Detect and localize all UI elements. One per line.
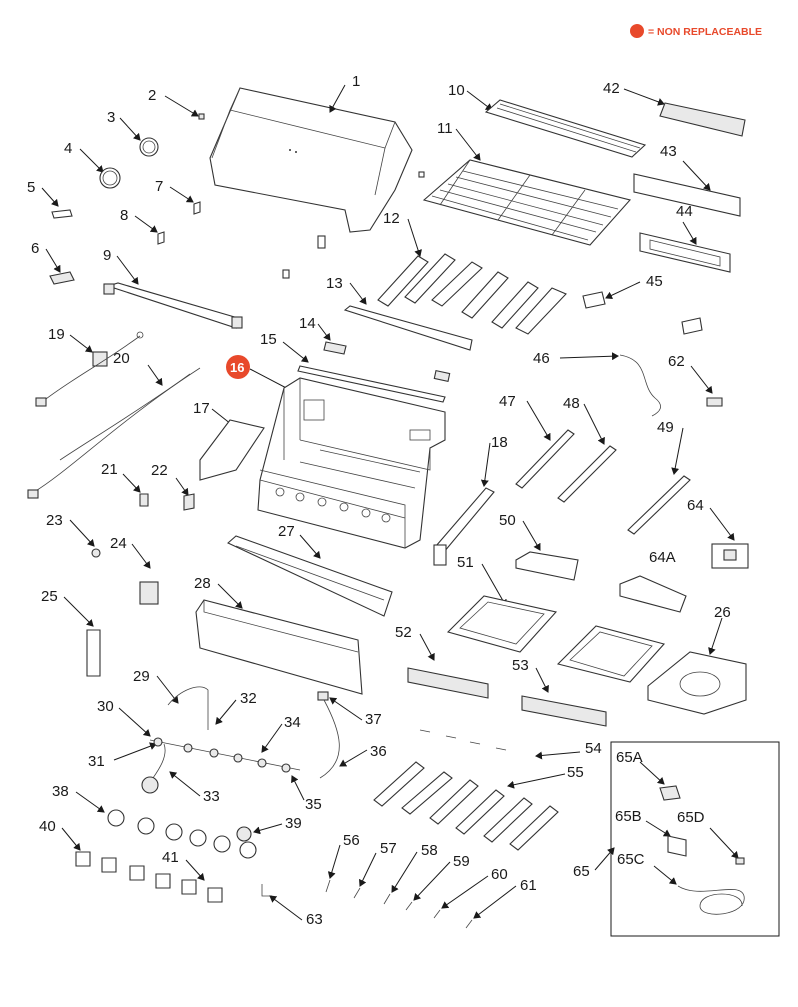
label-65: 65 — [573, 863, 590, 880]
label-51: 51 — [457, 554, 474, 571]
label-6: 6 — [31, 240, 39, 257]
label-30: 30 — [97, 698, 114, 715]
label-26: 26 — [714, 604, 731, 621]
regulator-kit-box — [610, 741, 780, 937]
label-47: 47 — [499, 393, 516, 410]
label-38: 38 — [52, 783, 69, 800]
label-48: 48 — [563, 395, 580, 412]
label-16: 16 — [230, 360, 244, 375]
label-50: 50 — [499, 512, 516, 529]
label-49: 49 — [657, 419, 674, 436]
label-24: 24 — [110, 535, 127, 552]
label-59: 59 — [453, 853, 470, 870]
label-63: 63 — [306, 911, 323, 928]
label-64A: 64A — [649, 549, 676, 566]
non-replaceable-dot-icon — [630, 24, 644, 38]
label-55: 55 — [567, 764, 584, 781]
label-65D: 65D — [677, 809, 705, 826]
legend-text: = NON REPLACEABLE — [648, 26, 762, 38]
label-37: 37 — [365, 711, 382, 728]
label-12: 12 — [383, 210, 400, 227]
label-44: 44 — [676, 203, 693, 220]
label-36: 36 — [370, 743, 387, 760]
label-18: 18 — [491, 434, 508, 451]
label-58: 58 — [421, 842, 438, 859]
label-27: 27 — [278, 523, 295, 540]
non-replaceable-marker: 16 — [226, 355, 250, 379]
label-62: 62 — [668, 353, 685, 370]
part-1-hood — [209, 87, 413, 233]
label-54: 54 — [585, 740, 602, 757]
label-43: 43 — [660, 143, 677, 160]
label-19: 19 — [48, 326, 65, 343]
label-2: 2 — [148, 87, 156, 104]
label-34: 34 — [284, 714, 301, 731]
label-7: 7 — [155, 178, 163, 195]
label-10: 10 — [448, 82, 465, 99]
label-9: 9 — [103, 247, 111, 264]
label-45: 45 — [646, 273, 663, 290]
label-25: 25 — [41, 588, 58, 605]
label-65A: 65A — [616, 749, 643, 766]
label-35: 35 — [305, 796, 322, 813]
label-20: 20 — [113, 350, 130, 367]
label-39: 39 — [285, 815, 302, 832]
label-13: 13 — [326, 275, 343, 292]
label-42: 42 — [603, 80, 620, 97]
label-57: 57 — [380, 840, 397, 857]
label-29: 29 — [133, 668, 150, 685]
label-14: 14 — [299, 315, 316, 332]
label-17: 17 — [193, 400, 210, 417]
label-33: 33 — [203, 788, 220, 805]
legend: = NON REPLACEABLE — [630, 24, 762, 38]
label-28: 28 — [194, 575, 211, 592]
label-40: 40 — [39, 818, 56, 835]
part-16-firebox — [257, 377, 446, 549]
label-61: 61 — [520, 877, 537, 894]
label-65B: 65B — [615, 808, 642, 825]
label-52: 52 — [395, 624, 412, 641]
label-11: 11 — [437, 120, 453, 137]
label-3: 3 — [107, 109, 115, 126]
label-32: 32 — [240, 690, 257, 707]
label-8: 8 — [120, 207, 128, 224]
label-53: 53 — [512, 657, 529, 674]
label-22: 22 — [151, 462, 168, 479]
label-15: 15 — [260, 331, 277, 348]
label-46: 46 — [533, 350, 550, 367]
label-41: 41 — [162, 849, 179, 866]
label-4: 4 — [64, 140, 72, 157]
label-31: 31 — [88, 753, 105, 770]
label-21: 21 — [101, 461, 118, 478]
label-60: 60 — [491, 866, 508, 883]
label-23: 23 — [46, 512, 63, 529]
label-56: 56 — [343, 832, 360, 849]
label-5: 5 — [27, 179, 35, 196]
label-64: 64 — [687, 497, 704, 514]
label-65C: 65C — [617, 851, 645, 868]
label-1: 1 — [352, 73, 360, 90]
